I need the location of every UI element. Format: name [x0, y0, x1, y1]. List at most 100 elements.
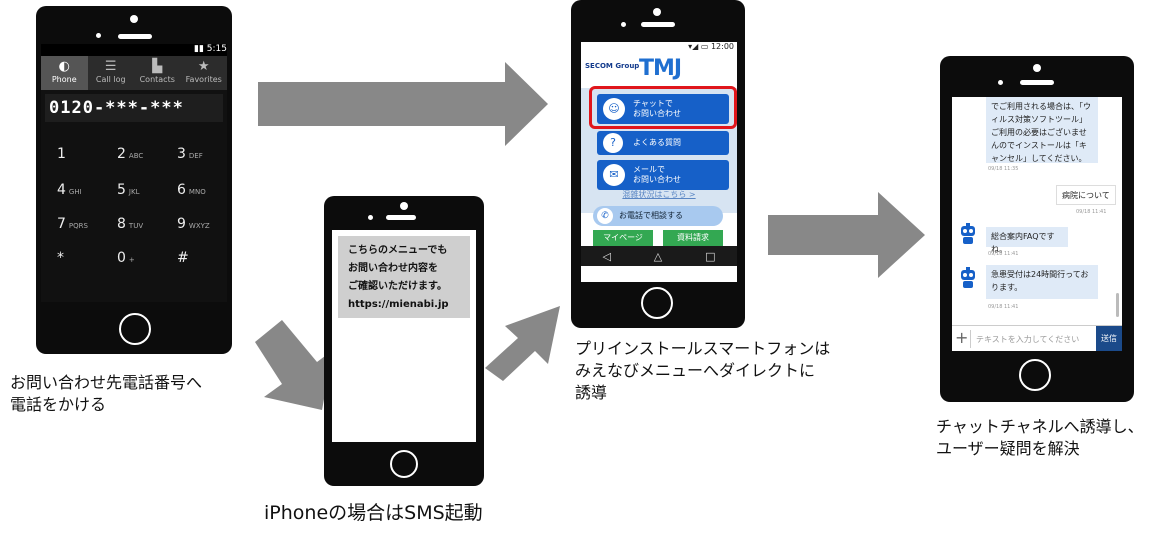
phone-chat: でご利用される場合は、「ウィルス対策ソフトツール」ご利用の必要はございませんので…: [940, 56, 1134, 402]
chat-inquiry-line2: お問い合わせ: [633, 109, 681, 118]
home-icon[interactable]: △: [653, 249, 663, 263]
keypad-digit: 9: [177, 216, 186, 232]
congestion-link[interactable]: 混雑状況はこちら >: [622, 190, 696, 199]
phone-icon: ✆: [597, 208, 613, 224]
tab-call-log[interactable]: ☰ Call log: [88, 56, 135, 90]
message-time: 09/18 11:41: [988, 251, 1019, 257]
phone-consult-label: お電話で相談する: [619, 211, 683, 220]
keypad-digit: *: [57, 250, 64, 266]
send-button[interactable]: 送信: [1096, 326, 1122, 351]
highlight-box: [589, 86, 737, 129]
caption-line: チャットチャネルへ誘導し、: [936, 417, 1144, 436]
phone-app: ▾◢ ▭ 12:00 SECOM Group TMJ ☺ チャットで お問い合わ…: [571, 0, 745, 328]
phone-consult-button[interactable]: ✆ お電話で相談する: [593, 206, 723, 226]
mail-inquiry-button[interactable]: ✉ メールで お問い合わせ: [597, 160, 729, 190]
android-nav-bar: ◁ △ □: [581, 246, 737, 266]
app-menu-panel: ☺ チャットで お問い合わせ ? よくある質問 ✉ メールで お問い合わせ: [581, 86, 737, 213]
home-button[interactable]: [390, 450, 418, 478]
keypad-letters: DEF: [188, 152, 203, 160]
status-time: 5:15: [206, 44, 227, 54]
sms-line: こちらのメニューでも: [348, 245, 448, 256]
sms-line: お問い合わせ内容を: [348, 263, 438, 274]
sms-link[interactable]: https://mienabi.jp: [348, 299, 449, 310]
keypad-letters: ABC: [128, 152, 144, 160]
status-time: 12:00: [710, 42, 734, 51]
tab-contacts[interactable]: ▙ Contacts: [134, 56, 181, 90]
phone-camera: [1033, 64, 1041, 72]
keypad-digit: 6: [177, 182, 186, 198]
chat-input-bar: + テキストを入力してください 送信: [952, 325, 1122, 351]
keypad-key[interactable]: 1: [57, 146, 69, 162]
request-materials-button[interactable]: 資料請求: [663, 230, 723, 246]
keypad-letters: JKL: [128, 188, 140, 196]
message-time: 09/18 11:35: [988, 166, 1019, 172]
chat-scrollbar[interactable]: [1116, 293, 1119, 317]
mail-inquiry-line2: お問い合わせ: [633, 175, 681, 184]
chat-icon: ☺: [603, 98, 625, 120]
phone-camera: [400, 202, 408, 210]
faq-icon: ?: [603, 133, 623, 153]
message-time: 09/18 11:41: [1076, 209, 1107, 215]
phone-sensor: [96, 33, 101, 38]
chat-inquiry-label: チャットで お問い合わせ: [633, 94, 729, 119]
sms-screen: こちらのメニューでも お問い合わせ内容を ご確認いただけます。 https://…: [332, 230, 476, 442]
back-icon[interactable]: ◁: [602, 249, 611, 263]
phone-sensor: [368, 215, 373, 220]
plus-icon[interactable]: +: [955, 328, 969, 347]
keypad-digit: 0: [117, 250, 126, 266]
home-button[interactable]: [119, 313, 151, 345]
tab-favorites[interactable]: ★ Favorites: [181, 56, 228, 90]
home-button[interactable]: [1019, 359, 1051, 391]
keypad-key[interactable]: #: [177, 250, 192, 266]
arrow-dialer-to-app: [258, 62, 548, 146]
keypad-digit: 1: [57, 146, 66, 162]
recents-icon[interactable]: □: [705, 249, 716, 263]
tab-contacts-label: Contacts: [139, 75, 175, 84]
faq-button[interactable]: ? よくある質問: [597, 131, 729, 155]
tab-call-log-label: Call log: [95, 75, 126, 84]
phone-sensor: [621, 22, 626, 27]
keypad-digit: 8: [117, 216, 126, 232]
keypad-letters: MNO: [188, 188, 206, 196]
phone-camera: [130, 15, 138, 23]
keypad-digit: 4: [57, 182, 66, 198]
keypad-letters: +: [128, 256, 135, 264]
secom-logo: SECOM Group: [585, 62, 640, 70]
phone-speaker: [386, 215, 416, 220]
tmj-logo-text: TMJ: [639, 56, 682, 81]
caption-line: みえなびメニューへダイレクトに: [575, 361, 816, 380]
number-display[interactable]: 0120-***-***: [45, 94, 223, 122]
keypad-letters: TUV: [128, 222, 144, 230]
tab-phone[interactable]: ◐ Phone: [41, 56, 88, 90]
sms-line: ご確認いただけます。: [348, 281, 447, 292]
keypad-letters: GHI: [68, 188, 82, 196]
mypage-button[interactable]: マイページ: [593, 230, 653, 246]
keypad-digit: 7: [57, 216, 66, 232]
keypad-key[interactable]: 0+: [117, 250, 135, 266]
keypad-key[interactable]: *: [57, 250, 67, 266]
signal-icon: ▮▮: [194, 44, 207, 54]
keypad-digit: 5: [117, 182, 126, 198]
chat-screen: でご利用される場合は、「ウィルス対策ソフトツール」ご利用の必要はございませんので…: [952, 97, 1122, 351]
signal-icon: ▾◢ ▭: [688, 42, 711, 51]
dialer-screen: ▮▮ 5:15 ◐ Phone ☰ Call log ▙ Contacts ★ …: [41, 44, 227, 302]
status-bar: ▾◢ ▭ 12:00: [581, 42, 737, 52]
phone-camera: [653, 8, 661, 16]
mail-inquiry-label: メールで お問い合わせ: [633, 160, 729, 185]
phone-sensor: [998, 80, 1003, 85]
home-button[interactable]: [641, 287, 673, 319]
mail-inquiry-line1: メールで: [633, 165, 665, 174]
mail-icon: ✉: [603, 164, 625, 186]
chat-input[interactable]: テキストを入力してください: [976, 335, 1080, 344]
chat-message-user: 病院について: [1056, 185, 1116, 205]
chat-inquiry-button[interactable]: ☺ チャットで お問い合わせ: [597, 94, 729, 124]
